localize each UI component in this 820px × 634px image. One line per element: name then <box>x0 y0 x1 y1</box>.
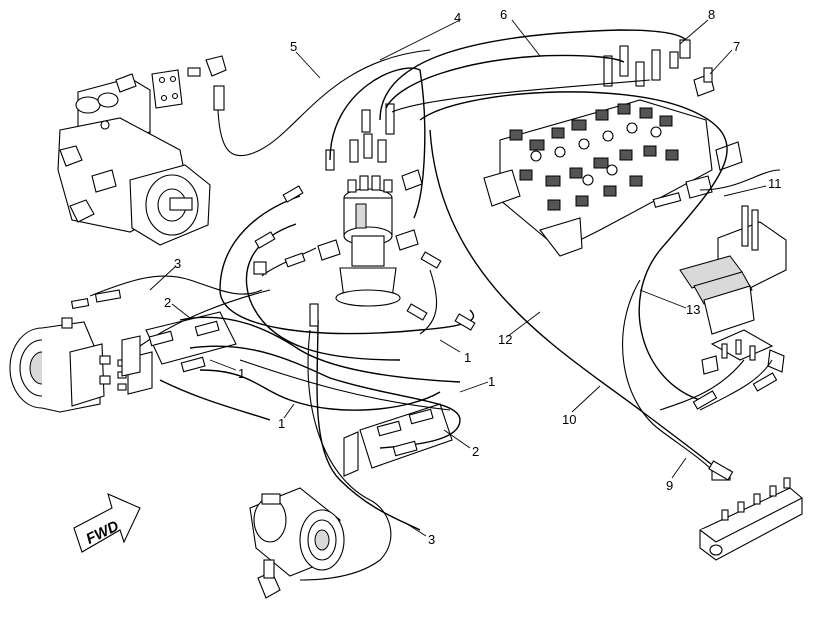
main-control-valve <box>483 39 743 257</box>
callout-3-lower: 3 <box>428 532 435 547</box>
gasket-plate <box>151 69 183 109</box>
callout-2-upper: 2 <box>164 295 171 310</box>
callout-1-right-lower: 1 <box>488 374 495 389</box>
callout-11: 8 <box>708 7 715 22</box>
callout-1-center: 1 <box>278 416 285 431</box>
pump-elbow-fittings <box>187 49 431 157</box>
pilot-valve-plate <box>701 329 785 375</box>
forward-direction-arrow: FWD <box>73 493 141 553</box>
travel-pilot-valve <box>679 205 787 335</box>
bulkhead-plate-left <box>121 311 237 377</box>
callout-12: 10 <box>562 412 576 427</box>
callout-5: 5 <box>290 39 297 54</box>
callout-4: 4 <box>454 10 461 25</box>
left-travel-motor <box>9 317 111 413</box>
callout-3-upper: 3 <box>174 256 181 271</box>
callout-10: 6 <box>500 7 507 22</box>
callout-9: 7 <box>733 39 740 54</box>
swivel-joint <box>317 175 419 307</box>
callout-1-right-upper: 1 <box>464 350 471 365</box>
callout-1-left: 1 <box>238 366 245 381</box>
right-travel-motor <box>249 487 345 599</box>
callout-8: 12 <box>498 332 512 347</box>
callout-2-lower: 2 <box>472 444 479 459</box>
bulkhead-plate-lower <box>343 403 453 477</box>
valve-spools <box>509 103 679 211</box>
manifold-block <box>699 469 803 561</box>
callout-6: 9 <box>666 478 673 493</box>
callout-labels: 4 6 5 8 7 11 13 12 10 9 3 2 1 1 1 1 2 3 <box>164 7 782 547</box>
callout-leader-lines <box>149 19 767 537</box>
callout-13: 13 <box>686 302 700 317</box>
inline-fittings <box>70 185 778 481</box>
hydraulic-pump-assembly <box>57 73 211 246</box>
callout-7: 11 <box>768 176 782 191</box>
